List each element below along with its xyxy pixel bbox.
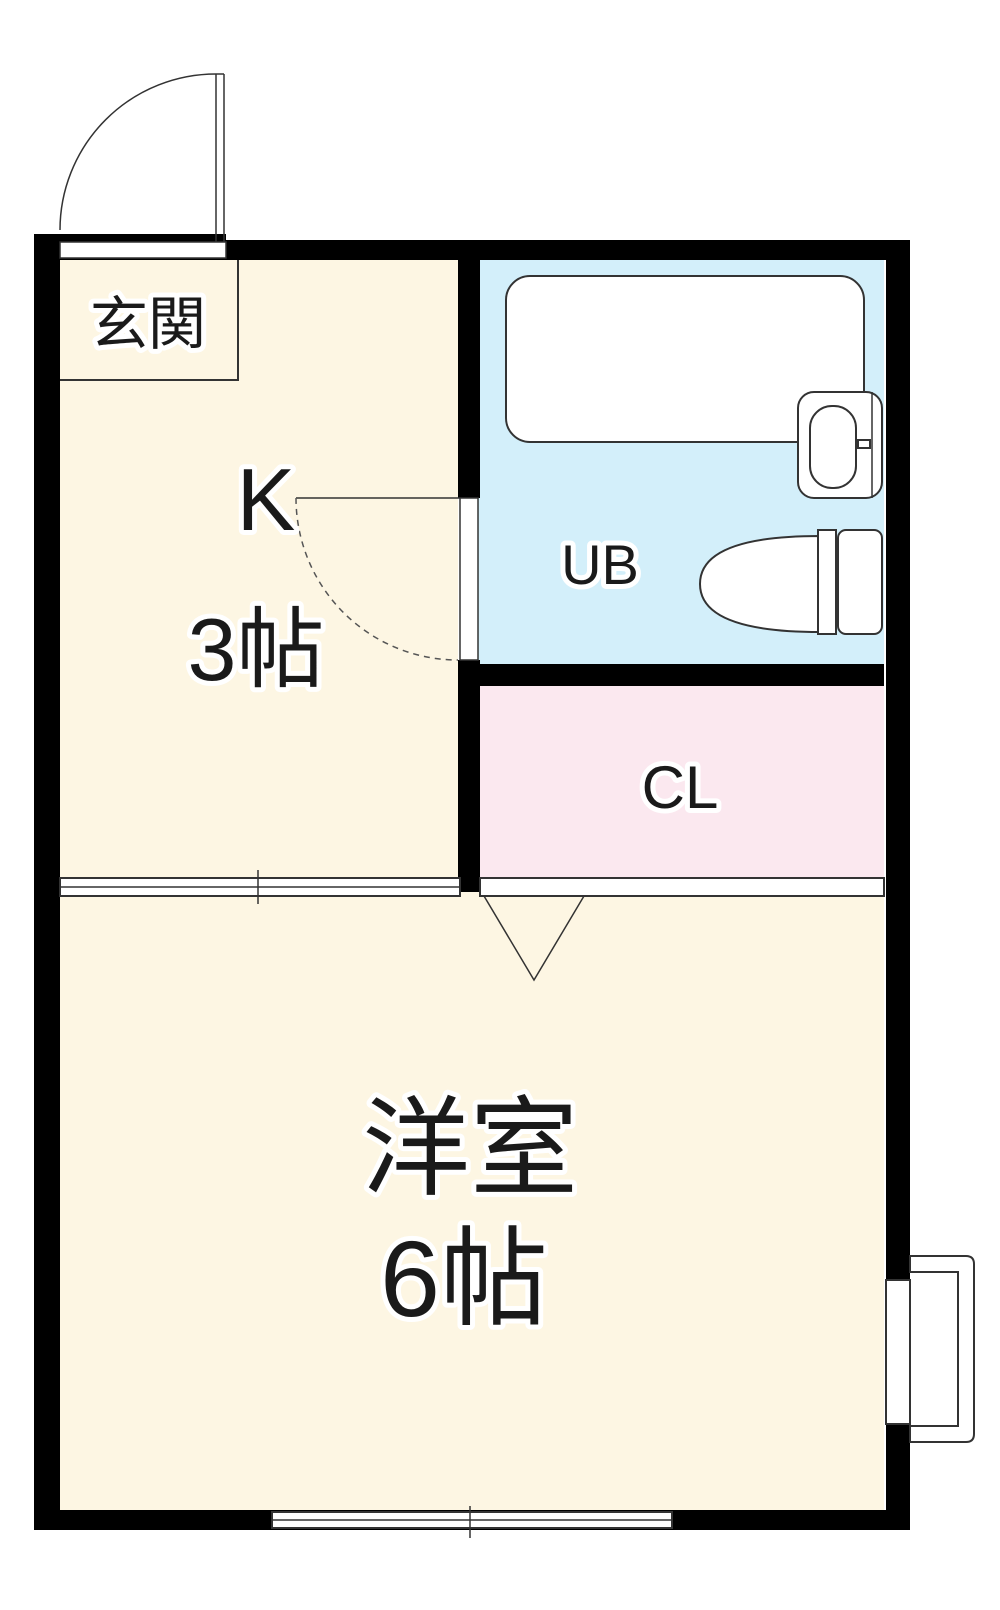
bath-door-swing	[295, 497, 459, 661]
closet-area	[478, 682, 884, 882]
western-room-size-label: 6帖	[380, 1218, 548, 1339]
toilet	[698, 534, 821, 634]
kitchen-size-label: 3帖	[188, 600, 325, 699]
western-room-area	[46, 882, 884, 1514]
closet-opening	[479, 877, 885, 897]
western-room-label: 洋室	[362, 1088, 578, 1209]
closet-label: CL	[642, 754, 719, 821]
kitchen-label: K	[237, 450, 296, 549]
entrance-area	[57, 257, 239, 381]
right-window	[885, 1279, 911, 1425]
entrance-door-swing	[59, 73, 217, 231]
unit-bath-label: UB	[561, 533, 639, 596]
interior-walls	[458, 254, 884, 892]
entrance-label: 玄関	[90, 292, 206, 357]
entrance-door-opening	[59, 241, 227, 259]
balcony-rail	[909, 1255, 975, 1443]
bath-door-opening	[459, 497, 479, 661]
closet-door-swing	[483, 895, 585, 982]
bathtub	[505, 275, 865, 443]
